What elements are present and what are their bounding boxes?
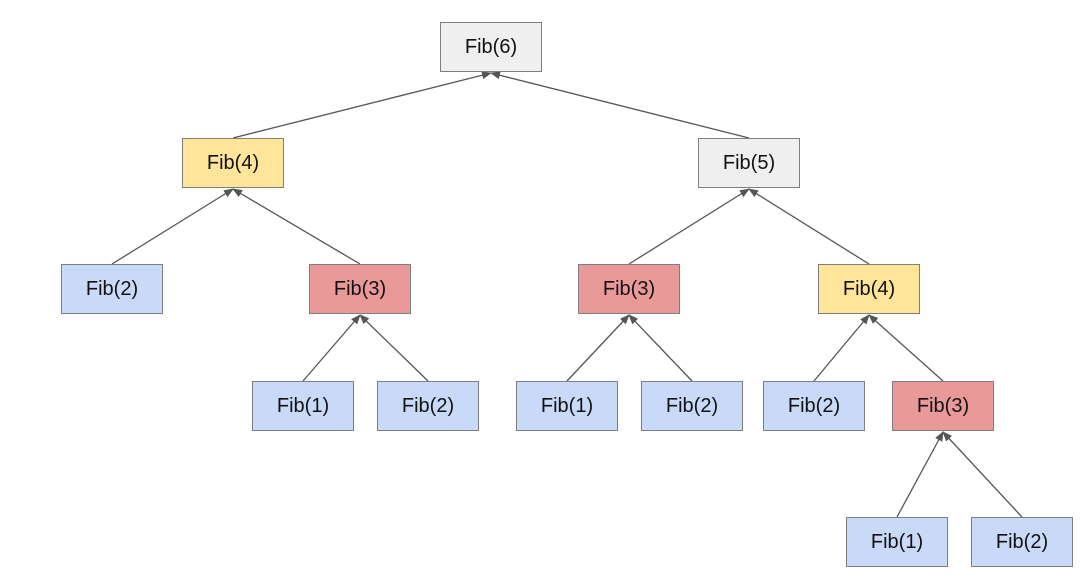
node-fib-2: Fib(2): [971, 517, 1073, 567]
node-fib-2: Fib(2): [641, 381, 743, 431]
edge-n3-to-n1: [490, 71, 750, 139]
edge-n10-to-n6: [566, 314, 630, 382]
edge-n6-to-n3: [628, 188, 750, 265]
edge-n14-to-n13: [896, 431, 944, 518]
edge-n11-to-n6: [628, 314, 693, 382]
node-fib-5: Fib(5): [698, 138, 800, 188]
node-fib-4: Fib(4): [818, 264, 920, 314]
edge-n9-to-n5: [359, 314, 429, 382]
edge-n15-to-n13: [942, 431, 1023, 518]
edge-n7-to-n3: [748, 188, 870, 265]
node-fib-1: Fib(1): [252, 381, 354, 431]
edge-n13-to-n7: [868, 314, 944, 382]
node-fib-2: Fib(2): [763, 381, 865, 431]
node-fib-3: Fib(3): [309, 264, 411, 314]
edge-n2-to-n1: [232, 71, 492, 139]
node-fib-4: Fib(4): [182, 138, 284, 188]
edge-n5-to-n2: [232, 188, 361, 265]
edge-n4-to-n2: [111, 188, 234, 265]
edge-n12-to-n7: [813, 314, 870, 382]
node-fib-3: Fib(3): [578, 264, 680, 314]
node-fib-6: Fib(6): [440, 22, 542, 72]
node-fib-2: Fib(2): [61, 264, 163, 314]
node-fib-3: Fib(3): [892, 381, 994, 431]
edge-n8-to-n5: [302, 314, 361, 382]
node-fib-2: Fib(2): [377, 381, 479, 431]
node-fib-1: Fib(1): [516, 381, 618, 431]
node-fib-1: Fib(1): [846, 517, 948, 567]
